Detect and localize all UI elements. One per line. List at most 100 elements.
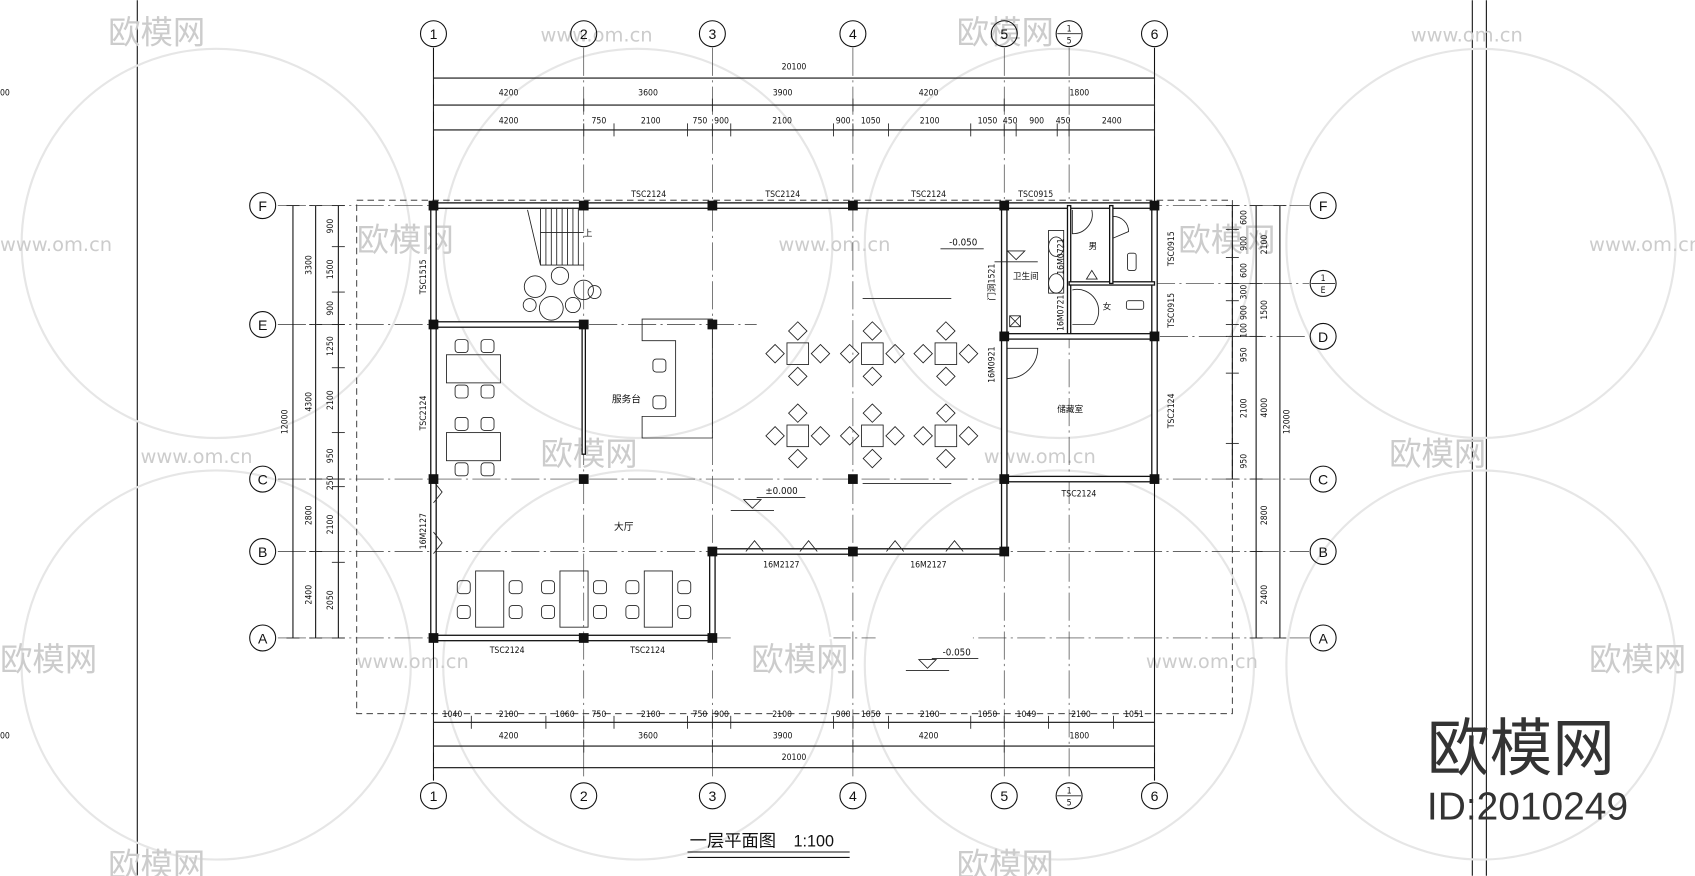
axis-bubble: [839, 782, 867, 810]
square-table: [861, 424, 884, 448]
chair: [454, 417, 469, 431]
dimension-text: 900: [1239, 236, 1249, 251]
column: [848, 546, 858, 557]
level-marks: -0.050 ±0.000 -0.050: [730, 238, 1038, 671]
door-swing: [1071, 209, 1093, 235]
axis-label: F: [1319, 198, 1328, 214]
plant: [522, 298, 537, 312]
column: [707, 546, 718, 557]
dimension-text: 2100: [499, 710, 519, 720]
chair: [936, 403, 956, 423]
watermark-text: 欧模网: [751, 640, 848, 678]
axis-label: 4: [849, 26, 857, 42]
wall: [711, 548, 1005, 555]
axis-label: 1: [430, 26, 438, 42]
watermark-text: 欧模网: [1389, 435, 1486, 473]
chair: [787, 321, 808, 341]
door-label: 16M0721: [1057, 238, 1067, 274]
dimension-text: 2100: [1071, 710, 1091, 720]
dimension-text: 20100: [782, 753, 807, 763]
chair: [862, 448, 883, 469]
level-hall: ±0.000: [765, 486, 797, 497]
column: [578, 200, 589, 211]
axis-label: 3: [708, 26, 716, 42]
axis-label: C: [1318, 471, 1328, 487]
dimension-text: 2100: [326, 390, 336, 410]
wall: [432, 321, 585, 328]
chair: [885, 426, 905, 446]
column: [707, 200, 718, 211]
room-labels: 大厅 服务台 卫生间 男 女 储藏室 上: [584, 228, 1112, 533]
chair: [936, 366, 956, 387]
dimension-chains: 2010042003600390042001800240042007502100…: [0, 62, 1293, 775]
room-storage: 储藏室: [1057, 403, 1083, 415]
room-male: 男: [1089, 241, 1098, 252]
door-label: 16M2127: [910, 561, 946, 571]
window-label: TSC2124: [1167, 393, 1177, 429]
dimension-text: 250: [326, 475, 336, 490]
axis-bubble: [249, 465, 277, 493]
wash-basin: [1048, 273, 1065, 294]
square-table: [934, 424, 958, 448]
sheet-frame: [136, 0, 1487, 876]
dimension-text: 12000: [1283, 409, 1293, 434]
door-swing: [1113, 215, 1129, 239]
dimension-text: 750: [591, 710, 606, 720]
dimension-text: 1050: [861, 116, 881, 126]
dimension-text: 3300: [304, 255, 314, 275]
drawing-title: 一层平面图 1:100: [687, 832, 850, 858]
axis-bubble: [839, 20, 867, 48]
dimension-text: 4200: [499, 116, 519, 126]
wall: [1066, 204, 1072, 338]
axis-bubble: [1309, 465, 1337, 493]
door-swing: [1007, 347, 1039, 379]
chair: [456, 605, 471, 619]
level-outside: -0.050: [943, 647, 971, 658]
chair: [593, 605, 607, 619]
axis-label: 5: [1000, 26, 1008, 42]
chair: [480, 462, 495, 477]
dimension-text: 2100: [772, 710, 792, 720]
chair: [936, 321, 956, 341]
wall: [1000, 204, 1008, 553]
dimension-text: 4300: [304, 392, 314, 412]
chair: [765, 426, 785, 446]
dimension-text: 450: [1003, 116, 1018, 126]
axis-label: 4: [849, 788, 857, 804]
axis-bubble: [698, 782, 726, 810]
axis-label: 2: [580, 788, 588, 804]
axis-bubble: [419, 20, 447, 48]
dimension-text: 3900: [773, 732, 793, 742]
door-label: 16M2127: [419, 513, 429, 549]
column: [848, 474, 858, 484]
chair: [480, 339, 495, 354]
dimension-text: 1051: [1124, 710, 1144, 720]
column: [707, 319, 718, 330]
chair: [839, 343, 860, 364]
watermark-text: 欧模网: [957, 846, 1054, 876]
dimension-text: 450: [1056, 116, 1071, 126]
dimension-text: 2100: [1260, 235, 1270, 255]
dimension-text: 2400: [0, 88, 10, 98]
window-label: TSC2124: [764, 190, 800, 200]
axis-bubble-sub: [1055, 20, 1083, 48]
chair: [862, 366, 883, 387]
level-restroom: -0.050: [949, 238, 977, 249]
dimension-text: 1500: [1260, 300, 1270, 320]
watermark-brand: 欧模网: [1427, 712, 1615, 785]
dimension-text: 1040: [443, 710, 463, 720]
folding-door: [886, 540, 905, 552]
chair: [480, 384, 495, 399]
chair: [913, 426, 933, 446]
dimension-text: 3600: [638, 88, 658, 98]
room-female: 女: [1103, 300, 1112, 312]
axis-label: 5: [1000, 788, 1008, 804]
dimension-text: 4000: [1260, 398, 1270, 418]
room-service-desk: 服务台: [612, 392, 641, 405]
window-label: TSC2124: [910, 190, 946, 200]
watermark-text: www.om.cn: [984, 445, 1096, 468]
chair: [787, 403, 808, 423]
dimension-text: 900: [1239, 305, 1249, 320]
axis-bubble: [1309, 192, 1337, 220]
window-label: TSC0915: [1017, 190, 1053, 200]
